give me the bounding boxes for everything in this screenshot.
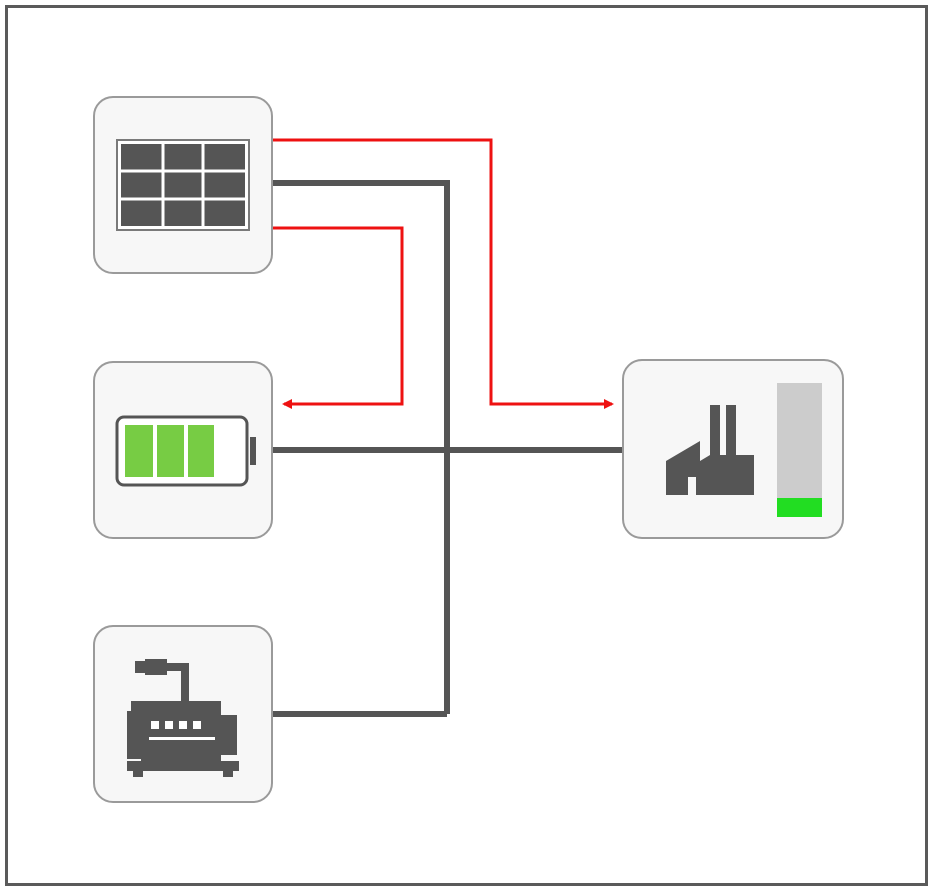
- battery-node: [93, 361, 273, 539]
- battery-icon: [115, 415, 256, 487]
- factory-node: [622, 359, 844, 539]
- load-level-fill: [777, 498, 822, 517]
- generator-icon: [127, 659, 239, 777]
- battery-cell-1: [125, 425, 153, 477]
- load-level-bar: [777, 383, 822, 517]
- solar-panel-icon: [116, 139, 250, 231]
- battery-cell-2: [157, 425, 184, 477]
- battery-cell-3: [188, 425, 214, 477]
- factory-icon: [666, 405, 754, 495]
- flow-solar-to-battery-arrow: [272, 226, 404, 409]
- flow-solar-to-factory-arrow: [272, 138, 614, 409]
- generator-node: [93, 625, 273, 803]
- bus-solar-line: [272, 180, 450, 714]
- solar-node: [93, 96, 273, 274]
